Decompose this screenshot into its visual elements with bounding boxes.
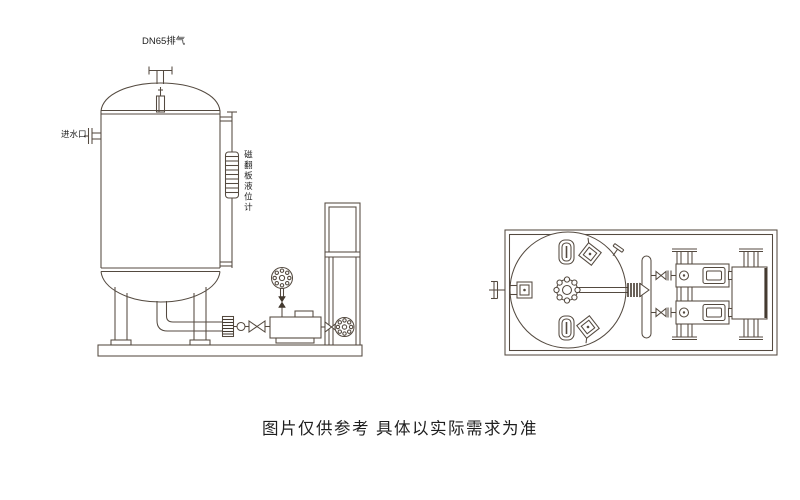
base-frame <box>97 344 363 357</box>
discharge-flange <box>334 316 355 338</box>
inlet-port-top <box>509 281 533 299</box>
level-gauge <box>220 111 240 268</box>
support-pad-top <box>558 239 575 265</box>
drain-pipe <box>156 301 223 332</box>
skid-frame <box>504 229 778 356</box>
lug-top-right <box>578 237 602 266</box>
vent-label: DN65排气 <box>142 36 186 47</box>
vent-nozzle-top <box>612 243 625 257</box>
pump <box>269 310 322 344</box>
level-gauge-label: 磁翻板液位计 <box>243 150 254 213</box>
pump-top-2 <box>675 300 730 325</box>
pressure-gauge <box>270 266 294 317</box>
inlet-label: 进水口 <box>61 129 87 139</box>
center-flange <box>553 276 581 304</box>
pressure-tank <box>100 82 221 303</box>
branch-valve-top <box>651 270 676 281</box>
support-column <box>324 202 361 346</box>
flex-connector <box>221 315 235 338</box>
pump-top-1 <box>675 263 730 288</box>
safety-valve <box>155 87 166 113</box>
branch-valve-bottom <box>651 307 676 318</box>
motor-block <box>731 266 768 320</box>
pipe-cone <box>639 282 650 298</box>
top-view <box>489 229 778 356</box>
inlet-flange-top <box>489 280 505 300</box>
inlet-nozzle <box>84 128 101 144</box>
lug-bottom-right <box>576 315 600 344</box>
suction-valve <box>248 320 270 333</box>
support-pad-bottom <box>558 315 575 341</box>
pipe-union <box>233 321 249 332</box>
disclaimer-caption: 图片仅供参考 具体以实际需求为准 <box>261 420 539 438</box>
manifold-pipe <box>641 255 652 339</box>
vent-nozzle <box>148 66 173 84</box>
cross-beam-middle <box>672 248 697 341</box>
front-view <box>84 66 363 357</box>
